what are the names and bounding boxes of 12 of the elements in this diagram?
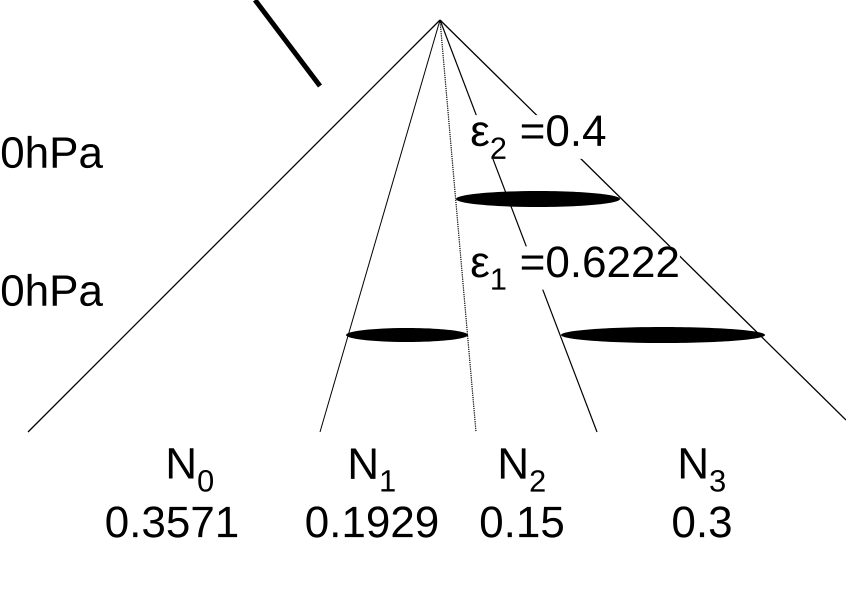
- pressure-label: 0hPa: [0, 136, 103, 168]
- symbol-label: N$_{0}$: [165, 448, 215, 492]
- epsilon-label: ε$_{1}$ =0.6222: [470, 246, 680, 290]
- value-label: 0.3571: [104, 506, 240, 538]
- symbol-label: N$_{1}$: [347, 448, 397, 492]
- value-label: 0.15: [479, 506, 565, 538]
- symbol-label: N$_{2}$: [497, 448, 547, 492]
- value-label: 0.1929: [304, 506, 440, 538]
- pressure-label: 0hPa: [0, 274, 103, 306]
- value-label: 0.3: [671, 506, 733, 538]
- epsilon-label: ε$_{2}$ =0.4: [470, 115, 607, 159]
- symbol-label: N$_{3}$: [677, 448, 727, 492]
